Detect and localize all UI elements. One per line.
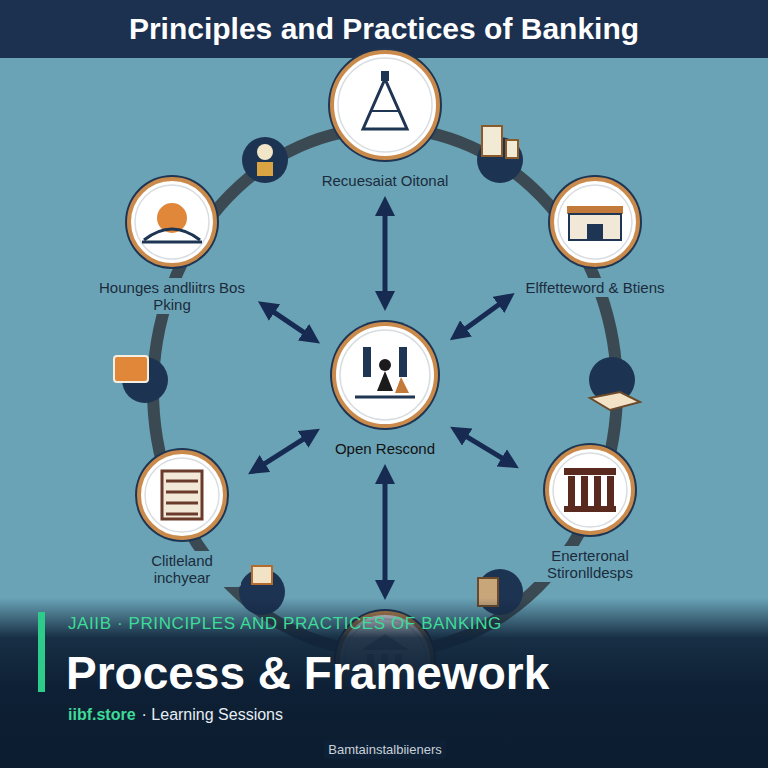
small-icons <box>114 126 640 615</box>
node-label: Elffetteword & Btiens <box>522 278 669 297</box>
caption-heading: Process & Framework <box>66 646 549 700</box>
node-icon <box>545 172 645 272</box>
caption-text: iibf.store <box>68 706 136 724</box>
icon-dot <box>114 356 148 382</box>
connector-arrow <box>383 204 388 303</box>
node-circle: Open Rescond <box>325 317 445 458</box>
icon <box>162 471 202 519</box>
icon <box>355 347 415 397</box>
connector-arrow <box>456 298 508 336</box>
node-label: Recuesaiat Oitonal <box>318 171 453 190</box>
icon-dot <box>252 566 272 584</box>
node-icon <box>132 445 232 545</box>
connector-arrow <box>383 472 388 592</box>
node-icon <box>325 45 445 165</box>
icon <box>564 468 616 512</box>
connector-arrow <box>255 433 313 470</box>
node-label: Hounges andliitrs Bos Pking <box>93 278 251 314</box>
node-icon <box>327 317 443 433</box>
caption-text: JAIIB · PRINCIPLES AND PRACTICES OF BANK… <box>68 614 502 634</box>
node-label: Enerteronal Stironlldesps <box>526 546 654 582</box>
node-icon <box>540 440 640 540</box>
node-label: Open Rescond <box>331 439 439 458</box>
accent-bar <box>38 612 45 692</box>
icon <box>142 203 202 242</box>
icon-dot <box>590 392 640 410</box>
node-circle: Hounges andliitrs Bos Pking <box>91 172 253 314</box>
icon <box>567 206 623 240</box>
icon-dot <box>257 162 273 176</box>
node-circle: Clitleland inchyear <box>121 445 243 587</box>
node-icon <box>122 172 222 272</box>
node-label: Clitleland inchyear <box>123 551 241 587</box>
caption-text: · Learning Sessions <box>142 706 283 724</box>
connector-arrow <box>265 306 314 339</box>
node-circle: Elffetteword & Btiens <box>520 172 671 297</box>
icon-dot <box>482 126 502 156</box>
icon-dot <box>242 137 288 183</box>
icon <box>363 71 407 129</box>
icon-dot <box>257 144 273 160</box>
connector-arrow <box>457 431 512 464</box>
icon-dot <box>506 140 518 158</box>
node-circle: Recuesaiat Oitonal <box>316 45 455 190</box>
node-label: Bamtainstalbiieners <box>324 740 445 759</box>
node-circle: Enerteronal Stironlldesps <box>524 440 656 582</box>
